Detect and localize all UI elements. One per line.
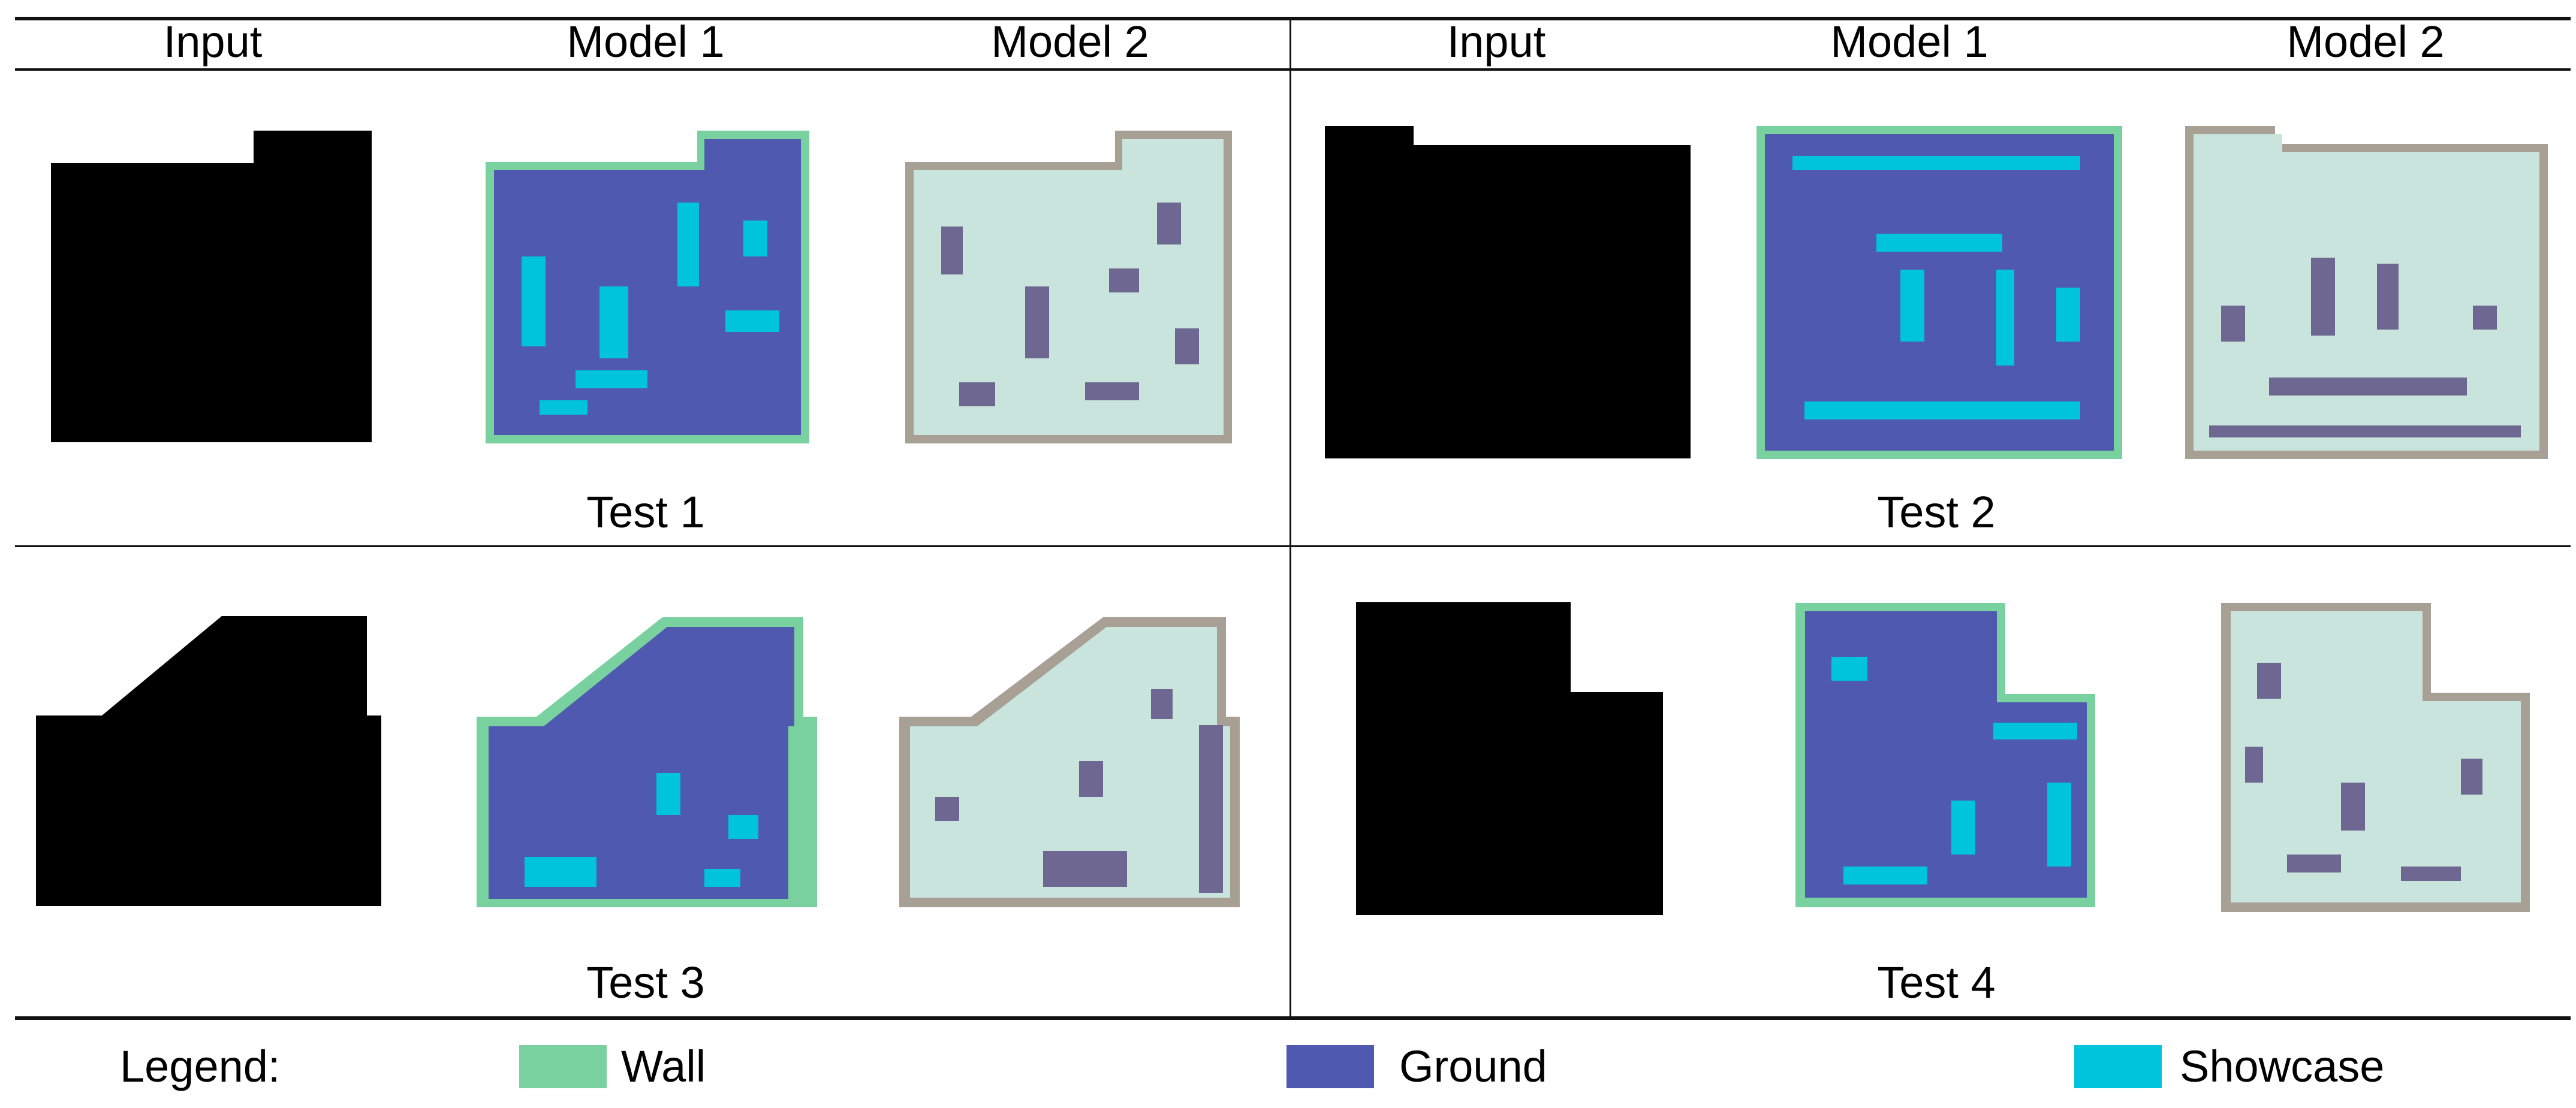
header-model1-left: Model 1	[567, 17, 725, 67]
legend-label-ground: Ground	[1399, 1041, 1547, 1091]
header-model2-right: Model 2	[2286, 17, 2445, 67]
center-divider	[1289, 17, 1291, 1018]
test2-caption: Test 2	[1877, 487, 1996, 537]
middle-rule	[15, 545, 2571, 547]
legend-swatch-wall	[519, 1045, 607, 1088]
test4-model2-segmentation	[2221, 603, 2530, 912]
test2-model1-segmentation	[1756, 126, 2122, 459]
test2-input-mask	[1325, 126, 1691, 458]
header-input-right: Input	[1447, 17, 1546, 67]
header-model2-left: Model 2	[991, 17, 1149, 67]
test3-model2-segmentation	[899, 617, 1240, 907]
test1-model1-segmentation	[486, 131, 809, 443]
header-model1-right: Model 1	[1830, 17, 1989, 67]
test3-input-mask	[36, 616, 381, 906]
test2-model2-segmentation	[2185, 126, 2548, 459]
bottom-rule	[15, 1016, 2571, 1020]
test3-model1-segmentation	[477, 617, 817, 907]
test4-model1-segmentation	[1795, 603, 2095, 907]
header-input-left: Input	[163, 17, 263, 67]
test1-model2-segmentation	[905, 131, 1232, 443]
legend-label-wall: Wall	[621, 1041, 706, 1091]
test1-input-mask	[51, 131, 372, 442]
legend-swatch-ground	[1287, 1045, 1374, 1088]
legend-title: Legend:	[120, 1041, 281, 1091]
test1-caption: Test 1	[586, 487, 705, 537]
legend-label-showcase: Showcase	[2180, 1041, 2385, 1091]
test3-caption: Test 3	[586, 958, 705, 1007]
legend-swatch-showcase	[2074, 1045, 2162, 1088]
test4-caption: Test 4	[1877, 958, 1996, 1007]
top-rule	[15, 17, 2571, 20]
header-rule	[15, 68, 2571, 71]
test4-input-mask	[1356, 602, 1663, 915]
